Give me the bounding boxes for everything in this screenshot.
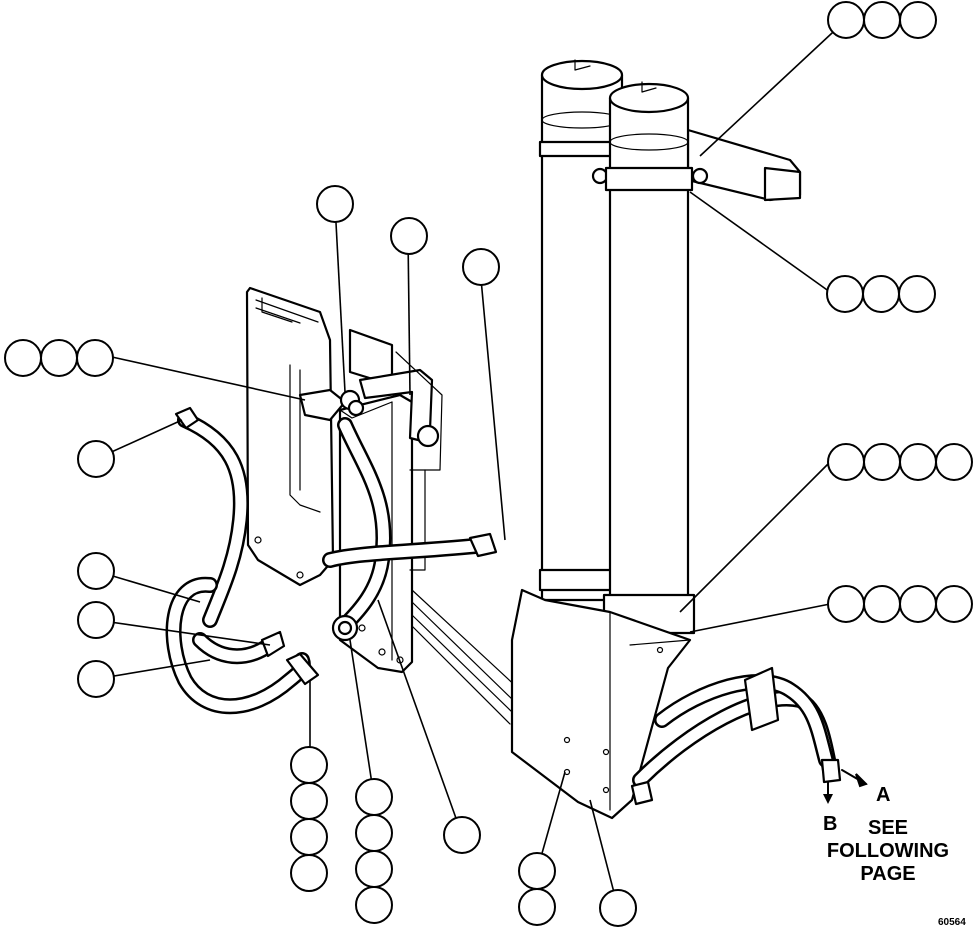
callout-stack-left — [290, 746, 328, 892]
mounting-plate — [245, 286, 335, 587]
leader-lines — [95, 19, 847, 909]
callout-group-right-upper — [826, 275, 936, 313]
callout-balloon — [935, 443, 973, 481]
callout-balloon — [390, 217, 428, 255]
callout-balloon — [316, 185, 354, 223]
callout-balloon — [462, 248, 500, 286]
callout-tube-top — [390, 217, 428, 255]
callout-balloon — [77, 601, 115, 639]
see-note-line-3: PAGE — [860, 863, 915, 885]
arrow-label-b: B — [823, 813, 837, 835]
callout-balloons — [4, 1, 973, 927]
lower-housing — [510, 588, 692, 820]
callout-balloon — [40, 339, 78, 377]
callout-balloon — [355, 814, 393, 852]
callout-group-right-lower — [827, 585, 973, 623]
callout-left-hose-2 — [77, 552, 115, 590]
callout-balloon — [899, 1, 937, 39]
callout-group-right-middle — [827, 443, 973, 481]
callout-balloon — [899, 443, 937, 481]
callout-balloon — [290, 782, 328, 820]
hose-left-lower — [192, 630, 286, 665]
callout-balloon — [898, 275, 936, 313]
see-note-line-1: SEE — [868, 817, 908, 839]
callout-balloon — [827, 585, 865, 623]
callout-balloon — [827, 443, 865, 481]
callout-group-left-top — [4, 339, 114, 377]
callout-balloon — [290, 818, 328, 856]
filter-canister-front — [602, 81, 696, 635]
callout-balloon — [355, 886, 393, 924]
callout-balloon — [863, 443, 901, 481]
callout-balloon — [290, 854, 328, 892]
callout-balloon — [355, 850, 393, 888]
callout-stack-bottom-left — [518, 852, 556, 926]
see-note-line-2: FOLLOWING — [827, 840, 949, 862]
filter-canister-rear — [538, 59, 626, 602]
callout-left-hose-3 — [77, 601, 115, 639]
output-hoses — [630, 666, 842, 806]
callout-group-top-right — [827, 1, 937, 39]
callout-balloon — [290, 746, 328, 784]
callout-stack-middle — [355, 778, 393, 924]
callout-left-hose-4 — [77, 660, 115, 698]
callout-left-hose-1 — [77, 440, 115, 478]
direction-arrows — [823, 769, 868, 804]
callout-balloon — [77, 660, 115, 698]
hose-long-diagonal — [411, 589, 521, 725]
callout-balloon — [863, 1, 901, 39]
clamp-assembly — [298, 328, 443, 571]
callout-balloon — [77, 552, 115, 590]
callout-balloon — [77, 440, 115, 478]
callout-bottom-right — [599, 889, 637, 927]
callout-fitting-right — [462, 248, 500, 286]
figure-number: 60564 — [938, 917, 966, 928]
callout-hose-middle — [443, 816, 481, 854]
callout-balloon — [935, 585, 973, 623]
callout-balloon — [355, 778, 393, 816]
hose-to-right-fitting — [322, 532, 498, 568]
callout-balloon — [4, 339, 42, 377]
callout-balloon — [518, 852, 556, 890]
callout-balloon — [826, 275, 864, 313]
callout-balloon — [76, 339, 114, 377]
callout-balloon — [863, 585, 901, 623]
callout-balloon — [518, 888, 556, 926]
callout-bracket-top — [316, 185, 354, 223]
hose-left-loop — [165, 576, 320, 715]
callout-balloon — [862, 275, 900, 313]
callout-balloon — [827, 1, 865, 39]
hose-left-upper — [174, 406, 249, 628]
callout-balloon — [899, 585, 937, 623]
callout-balloon — [443, 816, 481, 854]
callout-balloon — [599, 889, 637, 927]
bracket-rod — [591, 128, 802, 202]
arrow-label-a: A — [876, 784, 890, 806]
